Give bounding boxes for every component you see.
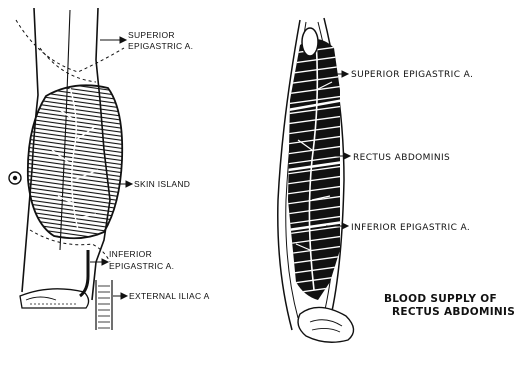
label-external-iliac: EXTERNAL ILIAC A — [129, 291, 210, 301]
caption-line1: BLOOD SUPPLY OF — [384, 293, 497, 305]
left-dashed-upper — [16, 20, 124, 72]
label-inferior-line2: EPIGASTRIC A. — [109, 261, 174, 271]
label-rectus-abdominis: RECTUS ABDOMINIS — [353, 153, 450, 163]
label-superior-line1: SUPERIOR — [128, 30, 175, 40]
left-figure: SUPERIOR EPIGASTRIC A. SKIN ISLAND INFER… — [9, 8, 210, 330]
left-inferior-trunk — [80, 250, 88, 296]
label-skin-island: SKIN ISLAND — [134, 179, 190, 189]
external-iliac-tube — [96, 280, 112, 330]
label-inferior-line1: INFERIOR — [109, 249, 152, 259]
label-superior-epigastric: SUPERIOR EPIGASTRIC A. — [351, 70, 473, 80]
umbilicus-icon — [9, 172, 21, 184]
caption: BLOOD SUPPLY OF RECTUS ABDOMINIS — [384, 293, 515, 318]
label-superior-line2: EPIGASTRIC A. — [128, 41, 193, 51]
rectus-top-oval — [302, 28, 318, 56]
rectus-bottom-oval — [298, 307, 354, 342]
label-inferior-epigastric: INFERIOR EPIGASTRIC A. — [351, 223, 470, 233]
caption-line2: RECTUS ABDOMINIS — [392, 306, 515, 318]
